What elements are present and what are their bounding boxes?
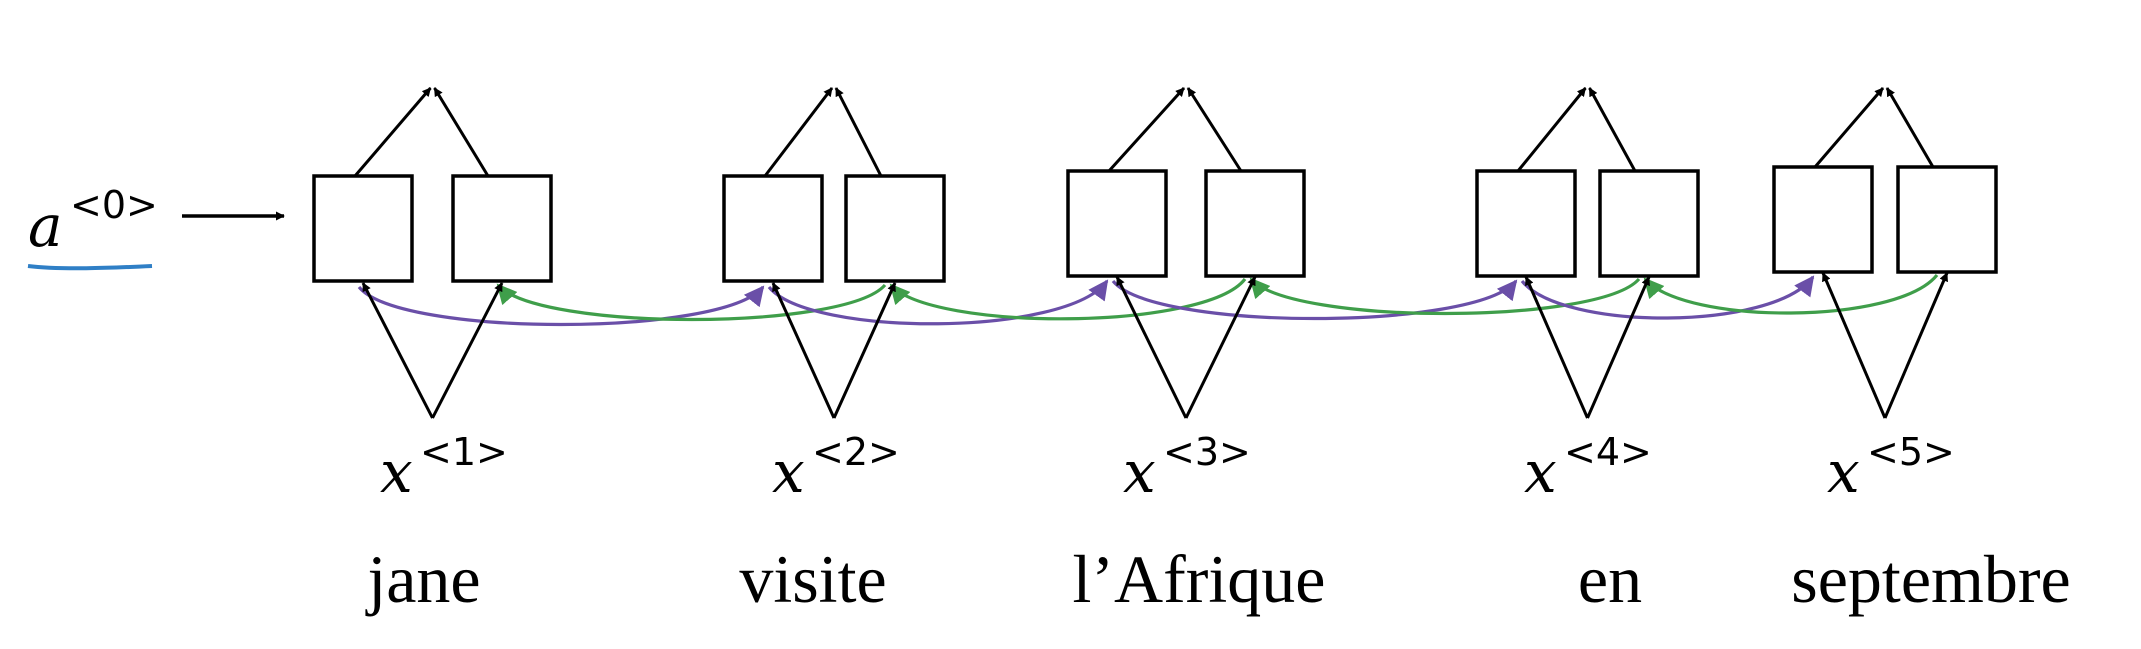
input-label-superscript-2: <2> [812, 430, 900, 474]
input-label-base-1: x [380, 438, 413, 506]
word-label-2: visite [739, 541, 886, 617]
output-edge-backward-1 [433, 87, 490, 177]
forward-cell-4 [1475, 169, 1577, 278]
input-edge-forward-2 [771, 282, 836, 419]
input-edge-forward-1 [361, 282, 434, 419]
output-edge-forward-2 [763, 87, 834, 177]
forward-connection-4-to-5 [1520, 275, 1815, 320]
forward-cell-2 [722, 174, 824, 283]
backward-cell-2 [844, 174, 946, 283]
input-edge-backward-4 [1586, 276, 1651, 419]
recurrent-connections [357, 273, 1939, 327]
labels-layer: x<1>janex<2>visitex<3>l’Afriquex<4>enx<5… [365, 430, 2070, 617]
output-edge-backward-3 [1186, 87, 1243, 172]
input-edge-forward-3 [1115, 276, 1188, 419]
backward-connection-4-to-3 [1249, 277, 1641, 316]
edges-layer [353, 86, 1949, 419]
forward-connection-1-to-2 [357, 285, 765, 327]
forward-cell-3 [1066, 169, 1168, 278]
backward-connection-5-to-4 [1643, 273, 1939, 315]
backward-cell-1 [451, 174, 553, 283]
input-label-base-3: x [1123, 438, 1156, 506]
input-label-base-2: x [772, 438, 805, 506]
input-label-base-4: x [1524, 438, 1557, 506]
backward-cell-3 [1204, 169, 1306, 278]
input-label-superscript-4: <4> [1564, 430, 1652, 474]
cells-layer [312, 165, 1998, 283]
output-edge-backward-5 [1885, 87, 1935, 168]
input-edge-backward-5 [1883, 272, 1949, 419]
input-edge-backward-1 [431, 282, 504, 419]
initial-activation-base: a [28, 192, 63, 260]
forward-cell-5 [1772, 165, 1874, 274]
backward-connection-2-to-1 [496, 283, 887, 322]
backward-cell-5 [1896, 165, 1998, 274]
input-edge-forward-5 [1821, 272, 1887, 419]
initial-activation-underline [27, 264, 153, 271]
output-edge-backward-4 [1588, 87, 1637, 172]
forward-connection-2-to-3 [767, 279, 1109, 326]
output-edge-forward-4 [1516, 87, 1587, 172]
input-label-superscript-5: <5> [1867, 430, 1955, 474]
initial-activation-label: a <0> [28, 183, 158, 260]
input-label-base-5: x [1827, 438, 1860, 506]
output-edge-forward-3 [1107, 86, 1186, 173]
initial-activation-superscript: <0> [70, 183, 158, 227]
input-edge-backward-2 [832, 282, 897, 419]
word-label-4: en [1578, 541, 1642, 617]
output-edge-backward-2 [834, 87, 883, 177]
word-label-1: jane [365, 541, 480, 617]
word-label-3: l’Afrique [1072, 541, 1325, 617]
input-label-superscript-1: <1> [420, 430, 508, 474]
input-edge-backward-3 [1184, 276, 1257, 419]
backward-connection-3-to-2 [889, 278, 1247, 321]
forward-cell-1 [312, 174, 414, 283]
input-label-superscript-3: <3> [1163, 430, 1251, 474]
output-edge-forward-1 [353, 87, 432, 177]
word-label-5: septembre [1791, 541, 2070, 617]
backward-cell-4 [1598, 169, 1700, 278]
input-edge-forward-4 [1524, 276, 1589, 419]
output-edge-forward-5 [1813, 87, 1885, 168]
forward-connection-3-to-4 [1111, 279, 1518, 321]
